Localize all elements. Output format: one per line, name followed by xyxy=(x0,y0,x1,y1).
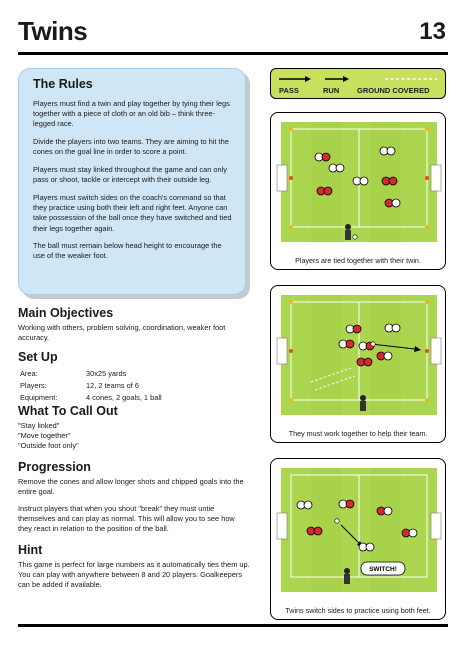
call-out-section: What To Call Out "Stay linked" "Move tog… xyxy=(18,404,250,451)
ball-icon xyxy=(334,518,340,524)
setup-area-label: Area: xyxy=(20,369,38,378)
coach-icon xyxy=(344,568,350,584)
player-pair-icon xyxy=(376,506,393,516)
setup-area-value: 30x25 yards xyxy=(86,369,127,378)
call-out-item: "Stay linked" xyxy=(18,421,60,430)
rules-paragraph: Players must switch sides on the coach's… xyxy=(33,192,232,233)
setup-players-label: Players: xyxy=(20,381,47,390)
main-objectives-section: Main Objectives Working with others, pro… xyxy=(18,306,250,350)
rules-box: The Rules Players must find a twin and p… xyxy=(18,68,246,295)
goal-icon xyxy=(430,512,442,540)
progression-paragraph: Instruct players that when you shout "br… xyxy=(18,504,235,533)
diagram-panel-1: Players are tied together with their twi… xyxy=(270,112,446,270)
setup-section: Set Up Area: 30x25 yards Players: 12, 2 te… xyxy=(18,350,250,405)
coach-icon xyxy=(360,395,366,411)
player-pair-icon xyxy=(379,146,396,156)
goal-icon xyxy=(276,337,288,365)
player-pair-icon xyxy=(356,357,373,367)
setup-table: Area: 30x25 yards Players: 12, 2 teams of … xyxy=(18,367,164,405)
diagram-caption: Twins switch sides to practice using bot… xyxy=(285,606,431,615)
setup-players-value: 12, 2 teams of 6 xyxy=(86,381,139,390)
player-pair-icon xyxy=(401,528,418,538)
legend-run-label: RUN xyxy=(323,86,340,95)
call-out-heading: What To Call Out xyxy=(18,404,118,418)
pitch-diagram-1 xyxy=(276,122,442,242)
diagram-legend: PASS RUN GROUND COVERED xyxy=(270,68,446,99)
player-pair-icon xyxy=(345,324,362,334)
player-pair-icon xyxy=(316,186,333,196)
player-pair-icon xyxy=(381,176,398,186)
player-pair-icon xyxy=(352,176,369,186)
hint-heading: Hint xyxy=(18,543,43,557)
rules-paragraph: The ball must remain below head height t… xyxy=(33,241,222,261)
diagram-caption: They must work together to help their te… xyxy=(288,429,428,438)
pitch-diagram-2 xyxy=(276,295,442,415)
diagram-panel-2: They must work together to help their te… xyxy=(270,285,446,443)
rules-paragraph: Players must stay linked throughout the … xyxy=(33,165,227,185)
goal-icon xyxy=(276,164,288,192)
player-pair-icon xyxy=(358,341,375,351)
footer-rule xyxy=(18,624,448,627)
progression-paragraph: Remove the cones and allow longer shots … xyxy=(18,477,244,496)
ball-icon xyxy=(370,341,376,347)
player-pair-icon xyxy=(358,542,375,552)
diagram-caption: Players are tied together with their twi… xyxy=(295,256,421,265)
setup-equipment-value: 4 cones, 2 goals, 1 ball xyxy=(86,393,162,402)
player-pair-icon xyxy=(306,526,323,536)
goal-icon xyxy=(430,164,442,192)
setup-heading: Set Up xyxy=(18,350,58,364)
player-pair-icon xyxy=(314,152,331,162)
player-pair-icon xyxy=(384,323,401,333)
player-pair-icon xyxy=(384,198,401,208)
rules-paragraph: Divide the players into two teams. They … xyxy=(33,137,229,157)
legend-lines xyxy=(279,76,437,82)
hint-section: Hint This game is perfect for large numb… xyxy=(18,543,250,597)
progression-heading: Progression xyxy=(18,460,91,474)
player-pair-icon xyxy=(328,163,345,173)
ball-icon xyxy=(352,234,358,240)
player-pair-icon xyxy=(296,500,313,510)
main-objectives-text: Working with others, problem solving, co… xyxy=(18,323,226,342)
main-objectives-heading: Main Objectives xyxy=(18,306,114,320)
call-out-item: "Move together" xyxy=(18,431,71,440)
pitch-diagram-3: SWITCH! xyxy=(276,468,442,592)
hint-text: This game is perfect for large numbers a… xyxy=(18,560,250,589)
page-number: 13 xyxy=(419,18,446,45)
speech-bubble: SWITCH! xyxy=(360,561,406,576)
player-pair-icon xyxy=(376,351,393,361)
setup-equipment-label: Equipment: xyxy=(20,393,58,402)
call-out-item: "Outside foot only" xyxy=(18,441,79,450)
player-pair-icon xyxy=(338,499,355,509)
page-title: Twins xyxy=(18,16,88,46)
goal-icon xyxy=(430,337,442,365)
goal-icon xyxy=(276,512,288,540)
legend-ground-label: GROUND COVERED xyxy=(357,86,430,95)
player-pair-icon xyxy=(338,339,355,349)
rules-paragraph: Players must find a twin and play togeth… xyxy=(33,99,230,129)
progression-section: Progression Remove the cones and allow l… xyxy=(18,460,250,541)
diagram-panel-3: SWITCH! Twins switch sides to practice u… xyxy=(270,458,446,620)
legend-pass-label: PASS xyxy=(279,86,299,95)
rules-heading: The Rules xyxy=(33,77,93,91)
header-rule xyxy=(18,52,448,55)
coach-icon xyxy=(345,224,351,240)
switch-bubble-text: SWITCH! xyxy=(369,566,397,573)
